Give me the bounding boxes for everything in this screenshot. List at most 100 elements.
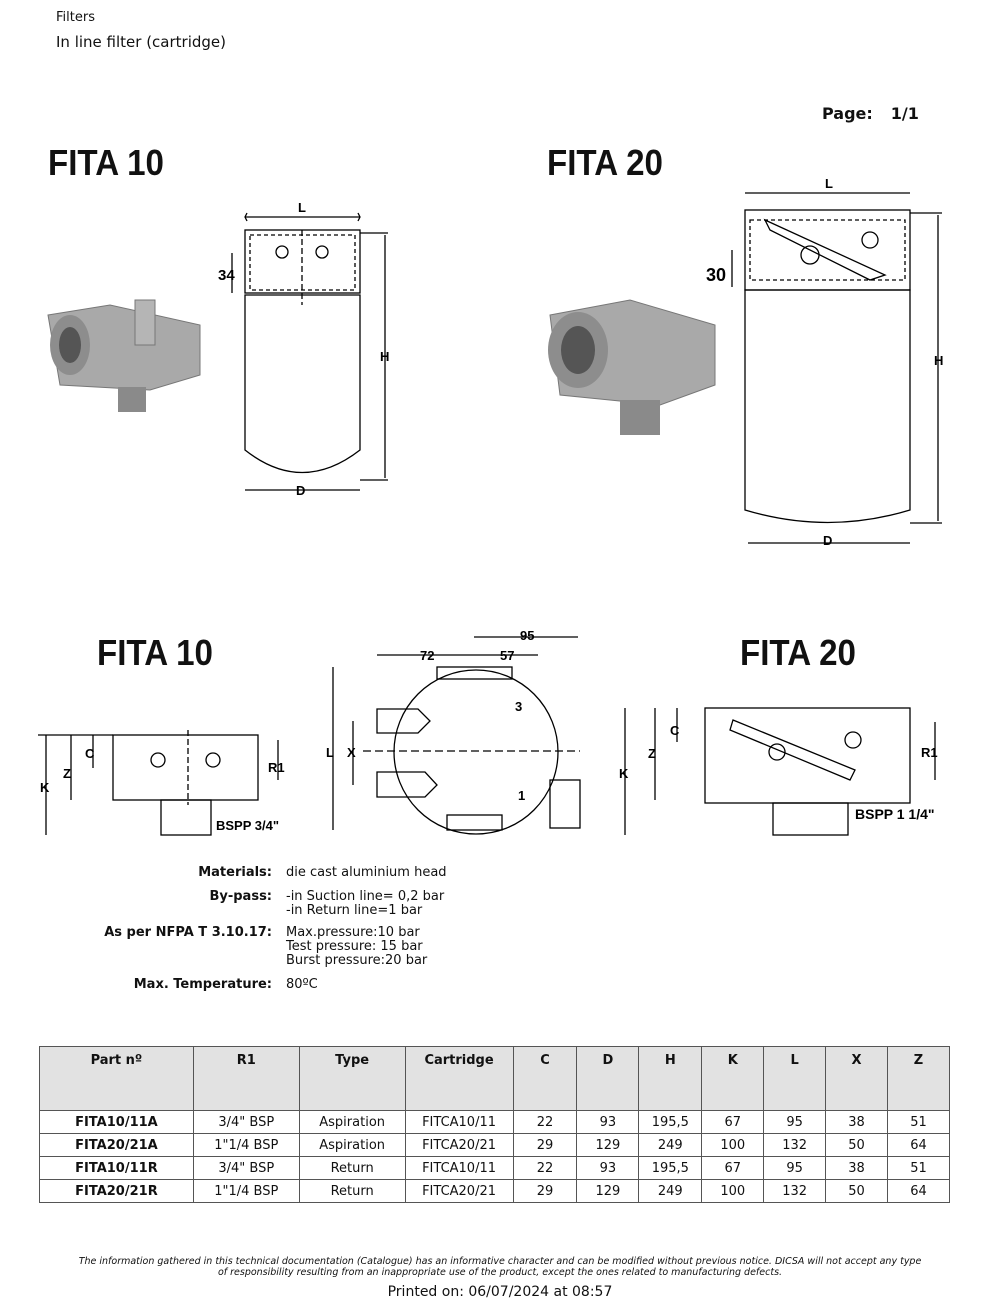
fita20-photo: [548, 299, 716, 435]
top-view-drawing: 72 57 95 L X 3 1: [326, 628, 581, 835]
spec-value: 80ºC: [286, 977, 318, 992]
spec-value: -in Return line=1 bar: [286, 903, 423, 918]
dim-H: H: [380, 349, 389, 364]
table-header-row: Part nº R1 Type Cartridge C D H K L X Z: [39, 1046, 950, 1111]
category-label: Filters: [56, 10, 95, 25]
table-cell: 22: [512, 1156, 578, 1180]
page-number: 1/1: [890, 104, 919, 123]
table-cell: 38: [825, 1156, 889, 1180]
bspp-3-4: BSPP 3/4": [216, 818, 279, 833]
disclaimer: The information gathered in this technic…: [40, 1256, 960, 1278]
dim-X: X: [347, 745, 356, 760]
table-cell: 29: [512, 1133, 578, 1157]
table-cell: 51: [887, 1156, 950, 1180]
table-cell: 195,5: [638, 1156, 703, 1180]
table-cell: 249: [638, 1179, 703, 1203]
spec-value: Test pressure: 15 bar: [286, 939, 423, 954]
col-header: H: [638, 1046, 703, 1111]
table-cell: 95: [763, 1110, 827, 1134]
dim-D-20: D: [823, 533, 832, 548]
port-3: 3: [515, 699, 522, 714]
table-cell: Aspiration: [298, 1133, 406, 1157]
table-cell: 67: [701, 1156, 765, 1180]
table-cell: 100: [701, 1179, 765, 1203]
disclaimer-line: The information gathered in this technic…: [78, 1256, 922, 1267]
table-cell: 93: [576, 1110, 640, 1134]
table-cell: FITA20/21R: [39, 1179, 194, 1203]
dim-K-20: K: [619, 766, 629, 781]
dim-30: 30: [706, 265, 726, 285]
fita10-photo: [47, 299, 201, 412]
spec-label: By-pass:: [209, 889, 272, 904]
bspp-1-1-4: BSPP 1 1/4": [855, 806, 935, 822]
table-cell: 50: [825, 1133, 889, 1157]
dim-H-20: H: [934, 353, 943, 368]
fita10-side-title: FITA 10: [97, 632, 213, 673]
col-header: C: [512, 1046, 578, 1111]
table-cell: 132: [763, 1133, 827, 1157]
table-cell: FITCA10/11: [404, 1156, 514, 1180]
dim-L-top: L: [326, 745, 334, 760]
col-header: Z: [887, 1046, 950, 1111]
spec-value: Burst pressure:20 bar: [286, 953, 428, 968]
fita10-side-drawing: C Z K R1 BSPP 3/4": [38, 730, 285, 836]
col-header: D: [576, 1046, 640, 1111]
col-header: Part nº: [39, 1046, 194, 1111]
table-cell: 29: [512, 1179, 578, 1203]
table-cell: 3/4" BSP: [192, 1156, 300, 1180]
dim-D: D: [296, 483, 305, 498]
table-cell: 51: [887, 1110, 950, 1134]
col-header: X: [825, 1046, 889, 1111]
dim-72: 72: [420, 648, 434, 663]
parts-table: Part nº R1 Type Cartridge C D H K L X Z …: [39, 1046, 950, 1203]
table-cell: FITCA20/21: [404, 1179, 514, 1203]
spec-label: As per NFPA T 3.10.17:: [104, 925, 272, 940]
table-cell: Return: [298, 1156, 406, 1180]
table-cell: 93: [576, 1156, 640, 1180]
page-indicator: Page: 1/1: [822, 104, 919, 123]
spec-value: -in Suction line= 0,2 bar: [286, 889, 445, 904]
spec-value: die cast aluminium head: [286, 865, 447, 880]
page-label: Page:: [822, 104, 873, 123]
table-cell: 129: [576, 1179, 640, 1203]
dim-C-20: C: [670, 723, 680, 738]
fita20-title: FITA 20: [547, 142, 663, 183]
fita20-side-drawing: C Z K R1 BSPP 1 1/4": [619, 707, 938, 836]
table-cell: 132: [763, 1179, 827, 1203]
dim-Z: Z: [63, 766, 71, 781]
col-header: R1: [192, 1046, 300, 1111]
spec-value: Max.pressure:10 bar: [286, 925, 420, 940]
fita20-front-drawing: L 30 H D: [706, 176, 943, 548]
table-cell: 38: [825, 1110, 889, 1134]
dim-Z-20: Z: [648, 746, 656, 761]
fita10-title: FITA 10: [48, 142, 164, 183]
table-cell: FITA10/11R: [39, 1156, 194, 1180]
table-cell: FITA20/21A: [39, 1133, 194, 1157]
table-cell: 50: [825, 1179, 889, 1203]
table-cell: 1"1/4 BSP: [192, 1179, 300, 1203]
dim-K: K: [40, 780, 50, 795]
table-cell: 64: [887, 1133, 950, 1157]
spec-label: Materials:: [198, 865, 272, 880]
dim-R1: R1: [268, 760, 285, 775]
table-cell: 3/4" BSP: [192, 1110, 300, 1134]
col-header: Cartridge: [404, 1046, 514, 1111]
dim-95: 95: [520, 628, 534, 643]
dim-34: 34: [218, 267, 235, 284]
table-cell: FITCA20/21: [404, 1133, 514, 1157]
fita10-front-drawing: L 34 H D: [218, 200, 389, 498]
table-cell: FITCA10/11: [404, 1110, 514, 1134]
dim-C: C: [85, 746, 95, 761]
table-cell: 22: [512, 1110, 578, 1134]
table-cell: 249: [638, 1133, 703, 1157]
col-header: L: [763, 1046, 827, 1111]
dim-L: L: [298, 200, 306, 215]
disclaimer-line: of responsibility resulting from an inap…: [217, 1267, 783, 1278]
dim-57: 57: [500, 648, 514, 663]
product-title: In line filter (cartridge): [56, 33, 226, 51]
